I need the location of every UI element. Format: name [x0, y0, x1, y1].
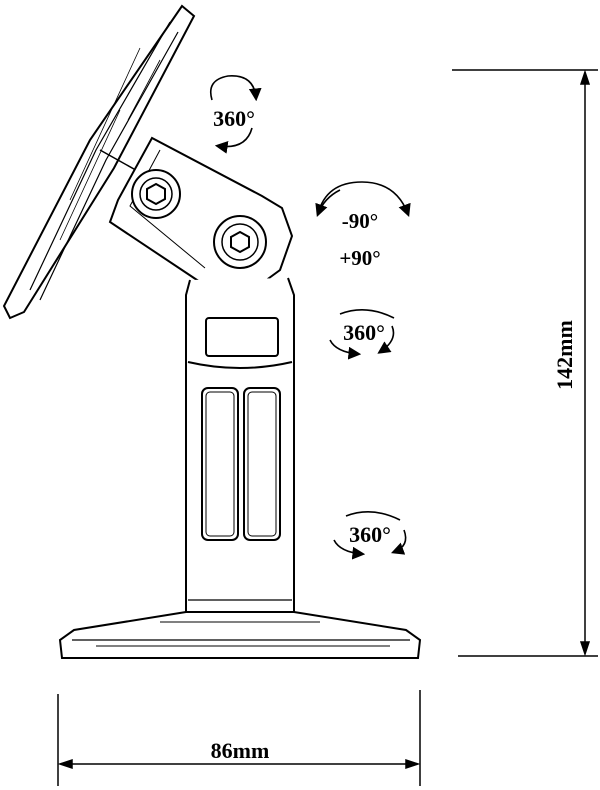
- base: [58, 611, 422, 659]
- mounting-plate: [2, 4, 196, 320]
- rotation-indicator-column-lower: 360°: [333, 511, 407, 560]
- tilt-label-plus: +90°: [339, 246, 380, 270]
- rotation-label-column-lower: 360°: [349, 522, 391, 547]
- tilt-label-minus: -90°: [342, 209, 378, 233]
- width-dimension-label: 86mm: [211, 738, 270, 763]
- tilt-arm: [108, 136, 294, 294]
- rotation-indicator-tilt: -90° +90°: [315, 181, 411, 270]
- width-dimension: [57, 690, 421, 786]
- rotation-indicator-column-upper: 360°: [329, 309, 395, 360]
- column: [185, 277, 295, 613]
- height-dimension-label: 142mm: [552, 320, 577, 390]
- height-dimension: [452, 69, 598, 657]
- rotation-label-plate: 360°: [213, 106, 255, 131]
- rotation-indicator-plate: 360°: [209, 75, 262, 154]
- rotation-label-column-upper: 360°: [343, 320, 385, 345]
